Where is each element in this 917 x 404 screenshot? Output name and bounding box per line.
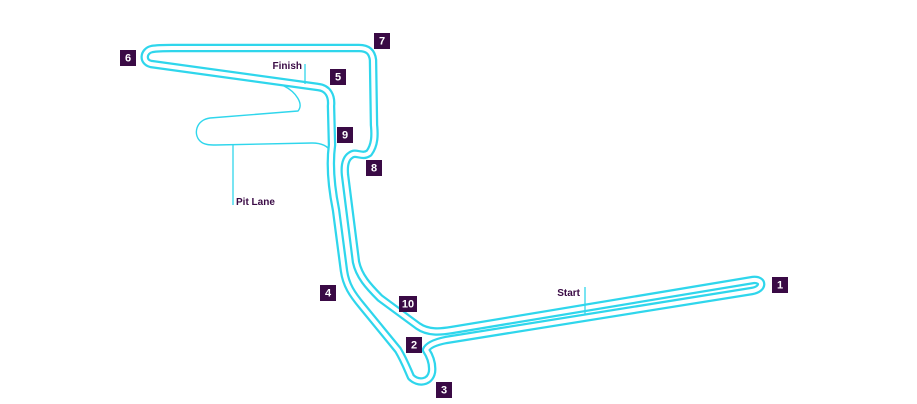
- turn-number: 10: [402, 299, 414, 311]
- start-label: Start: [557, 288, 580, 299]
- turn-marker-box: [399, 296, 417, 312]
- turn-marker-box: [436, 382, 452, 398]
- turn-number: 3: [441, 385, 447, 397]
- turn-marker-3: 3: [436, 382, 452, 398]
- turn-number: 7: [379, 36, 385, 48]
- turn-marker-9: 9: [337, 127, 353, 143]
- turn-number: 2: [411, 340, 417, 352]
- turn-marker-box: [374, 33, 390, 49]
- turn-number: 5: [335, 72, 341, 84]
- turn-marker-box: [772, 277, 788, 293]
- turn-marker-box: [320, 285, 336, 301]
- finish-label: Finish: [273, 61, 302, 72]
- circuit-track-inner: [142, 46, 764, 384]
- turn-number: 9: [342, 130, 348, 142]
- turn-number: 6: [125, 53, 131, 65]
- turn-marker-box: [406, 337, 422, 353]
- turn-number: 8: [371, 163, 377, 175]
- turn-marker-1: 1: [772, 277, 788, 293]
- turn-marker-4: 4: [320, 285, 336, 301]
- pit-lane-path: [195, 85, 332, 153]
- turn-marker-7: 7: [374, 33, 390, 49]
- turn-number: 4: [325, 288, 332, 300]
- pit-lane-label: Pit Lane: [236, 197, 275, 208]
- turn-marker-box: [120, 50, 136, 66]
- turn-marker-10: 10: [399, 296, 417, 312]
- turn-marker-6: 6: [120, 50, 136, 66]
- turn-marker-box: [366, 160, 382, 176]
- turn-marker-2: 2: [406, 337, 422, 353]
- turn-marker-5: 5: [330, 69, 346, 85]
- turn-marker-box: [337, 127, 353, 143]
- turn-number: 1: [777, 280, 783, 292]
- turn-marker-8: 8: [366, 160, 382, 176]
- turn-marker-box: [330, 69, 346, 85]
